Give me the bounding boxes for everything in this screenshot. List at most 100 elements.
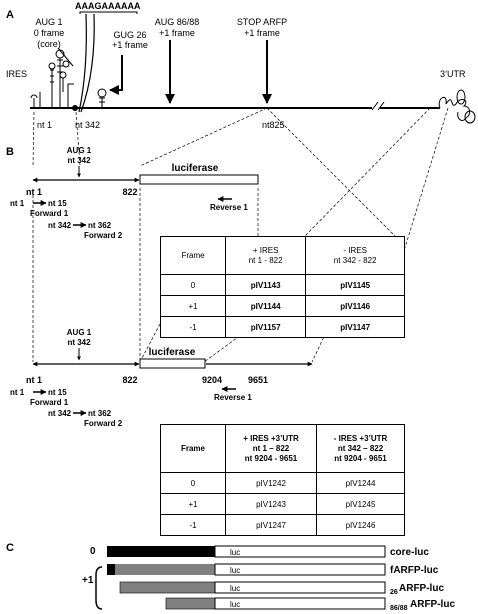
construct1-nt1: nt 1 xyxy=(26,187,42,197)
svg-text:nt 342: nt 342 xyxy=(67,338,91,347)
table2-cell-plasmid: pIV1245 xyxy=(316,493,405,515)
table2-header-plus-ires-utr: + IRES +3’UTR nt 1 – 822 nt 9204 - 9651 xyxy=(225,424,317,473)
svg-text:Reverse 1: Reverse 1 xyxy=(214,393,252,402)
table2-cell-plasmid: pIV1242 xyxy=(225,472,317,494)
construct2-luciferase-box xyxy=(139,358,206,369)
table1-cell-plasmid: pIV1144 xyxy=(224,295,307,317)
utr3-label: 3’UTR xyxy=(440,69,466,79)
construct1-reverse1: Reverse 1 xyxy=(210,196,248,212)
bar-core-luc: luc core-luc xyxy=(107,545,429,558)
table2-header-frame: Frame xyxy=(160,424,226,473)
svg-text:nt 342: nt 342 xyxy=(67,156,91,165)
bar-26arfp-luc: luc 26 ARFP-luc xyxy=(119,581,444,596)
gug26-label: GUG 26 +1 frame xyxy=(112,30,148,50)
svg-text:luc: luc xyxy=(230,548,240,557)
nt825-label: nt825 xyxy=(262,120,285,130)
construct2-luciferase-label: luciferase xyxy=(149,347,196,358)
svg-text:Forward 1: Forward 1 xyxy=(30,209,69,218)
table1-cell-frame: 0 xyxy=(160,274,226,296)
bar-8688arfp-luc: luc 86/88 ARFP-luc xyxy=(165,597,455,612)
svg-text:luc: luc xyxy=(230,584,240,593)
table2-cell-frame: 0 xyxy=(160,472,226,494)
svg-text:AUG 1: AUG 1 xyxy=(67,146,92,155)
construct2-aug-label: AUG 1 nt 342 xyxy=(67,328,92,347)
panel-b-label: B xyxy=(6,146,14,158)
svg-text:+1 frame: +1 frame xyxy=(112,40,148,50)
svg-text:nt 15: nt 15 xyxy=(48,199,67,208)
svg-text:ARFP-luc: ARFP-luc xyxy=(399,583,444,594)
table-row: -1 pIV1157 pIV1147 xyxy=(160,316,405,338)
table1-cell-plasmid: pIV1146 xyxy=(305,295,405,317)
svg-text:86/88: 86/88 xyxy=(390,605,408,612)
table-row: +1 pIV1144 pIV1146 xyxy=(160,295,405,317)
table2-cell-plasmid: pIV1244 xyxy=(316,472,405,494)
svg-text:AUG 1: AUG 1 xyxy=(67,328,92,337)
svg-text:+1 frame: +1 frame xyxy=(244,28,280,38)
svg-text:nt 362: nt 362 xyxy=(88,221,112,230)
polya-label: AAAGAAAAAA xyxy=(75,1,141,11)
table1-header-plus-ires: + IRES nt 1 - 822 xyxy=(224,236,307,275)
table1-header-minus-ires: - IRES nt 342 - 822 xyxy=(305,236,405,275)
stop-arfp-label: STOP ARFP +1 frame xyxy=(237,17,287,38)
aug8688-label: AUG 86/88 +1 frame xyxy=(155,17,200,38)
construct2-pos9651: 9651 xyxy=(248,375,268,385)
construct2-forward1: nt 1 nt 15 Forward 1 xyxy=(10,388,69,407)
svg-text:AUG 1: AUG 1 xyxy=(35,17,62,27)
svg-text:+1 frame: +1 frame xyxy=(159,28,195,38)
table1-cell-frame: -1 xyxy=(160,316,226,338)
table1-cell-plasmid: pIV1157 xyxy=(224,316,307,338)
construct1-luciferase-label: luciferase xyxy=(172,163,219,174)
construct2-pos822: 822 xyxy=(122,375,137,385)
svg-text:Forward 2: Forward 2 xyxy=(84,231,123,240)
table-ires-utr-constructs: Frame + IRES +3’UTR nt 1 – 822 nt 9204 -… xyxy=(160,424,405,536)
svg-text:nt 15: nt 15 xyxy=(48,388,67,397)
svg-text:fARFP-luc: fARFP-luc xyxy=(390,565,439,576)
gug26-arrow xyxy=(109,55,123,95)
aug1-label: AUG 1 0 frame (core) xyxy=(34,17,65,49)
svg-text:Forward 2: Forward 2 xyxy=(84,419,123,428)
svg-text:luc: luc xyxy=(230,600,240,609)
genome-break-mark-2 xyxy=(377,101,385,111)
construct1-pos822: 822 xyxy=(122,187,137,197)
svg-text:nt 342: nt 342 xyxy=(48,221,72,230)
projection-lines-a xyxy=(32,107,449,281)
table-ires-constructs: Frame + IRES nt 1 - 822 - IRES nt 342 - … xyxy=(160,236,405,338)
svg-text:ARFP-luc: ARFP-luc xyxy=(410,599,455,610)
svg-text:nt 362: nt 362 xyxy=(88,409,112,418)
svg-text:0 frame: 0 frame xyxy=(34,28,65,38)
table-row: 0 pIV1242 pIV1244 xyxy=(160,472,405,494)
svg-text:Forward 1: Forward 1 xyxy=(30,398,69,407)
construct2-reverse1: Reverse 1 xyxy=(214,386,252,402)
utr3-structure xyxy=(438,89,476,124)
construct1-luciferase-box xyxy=(139,174,259,185)
svg-text:nt 342: nt 342 xyxy=(48,409,72,418)
svg-text:STOP ARFP: STOP ARFP xyxy=(237,17,287,27)
nt342-label: nt 342 xyxy=(75,120,100,130)
construct1-forward1: nt 1 nt 15 Forward 1 xyxy=(10,199,69,218)
table1-header-frame: Frame xyxy=(160,236,226,275)
svg-text:nt 1: nt 1 xyxy=(10,388,25,397)
construct2-nt1: nt 1 xyxy=(26,375,42,385)
table1-cell-plasmid: pIV1143 xyxy=(224,274,307,296)
bar-farfp-luc: luc fARFP-luc xyxy=(107,563,439,576)
svg-text:GUG 26: GUG 26 xyxy=(113,30,146,40)
svg-text:luc: luc xyxy=(230,566,240,575)
table2-header-minus-ires-utr: - IRES +3’UTR nt 342 – 822 nt 9204 - 965… xyxy=(316,424,405,473)
table-row: 0 pIV1143 pIV1145 xyxy=(160,274,405,296)
table1-cell-plasmid: pIV1145 xyxy=(305,274,405,296)
table2-cell-plasmid: pIV1246 xyxy=(316,514,405,536)
construct2-pos9204: 9204 xyxy=(202,375,222,385)
svg-text:nt 1: nt 1 xyxy=(10,199,25,208)
construct2-forward2: nt 342 nt 362 Forward 2 xyxy=(48,409,123,428)
svg-text:core-luc: core-luc xyxy=(390,547,429,558)
table2-cell-plasmid: pIV1243 xyxy=(225,493,317,515)
ires-structure xyxy=(30,49,107,108)
construct1-aug-label: AUG 1 nt 342 xyxy=(67,146,92,165)
table-row: +1 pIV1243 pIV1245 xyxy=(160,493,405,515)
frame1-label: +1 xyxy=(82,575,94,586)
frame0-label: 0 xyxy=(90,546,96,557)
ires-label: IRES xyxy=(6,69,27,79)
aug1-pointer xyxy=(57,47,74,67)
table2-cell-frame: +1 xyxy=(160,493,226,515)
